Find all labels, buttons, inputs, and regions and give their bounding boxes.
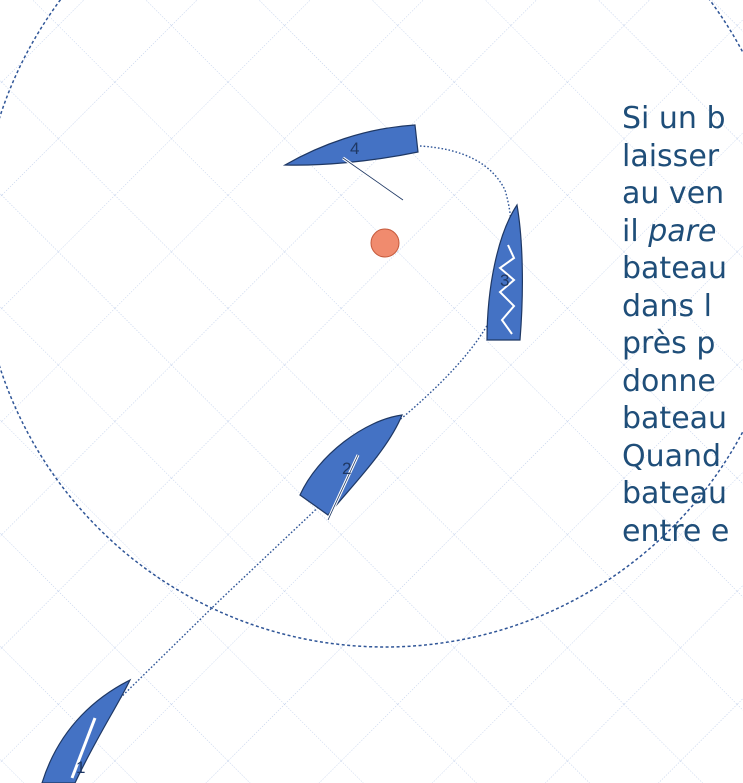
boat-3-label: 3 [500, 271, 509, 290]
rule-text-fragment: près p [622, 326, 716, 361]
boat-1: 1 [41, 678, 132, 783]
rule-text-line: il pare [622, 213, 743, 251]
rule-text-line: laisser [622, 138, 743, 176]
boat-4: 4 [282, 124, 419, 202]
mark-buoy [370, 228, 400, 258]
rule-text-line: Si un b [622, 100, 743, 138]
rule-text-fragment: Si un b [622, 101, 726, 136]
rule-text-line: donne [622, 363, 743, 401]
boat-1-label: 1 [76, 758, 85, 777]
rule-text-fragment: donne [622, 363, 716, 399]
boat-4-label: 4 [350, 139, 359, 158]
rule-text-line: au ven [622, 175, 743, 213]
rule-text-fragment: laisser [622, 138, 720, 174]
rule-text-fragment: entre e [622, 513, 730, 549]
rule-text-fragment: bateau [622, 251, 728, 286]
rule-text-line: entre e [622, 513, 743, 551]
rule-text-line: dans l [622, 288, 743, 326]
rule-text-fragment: au ven [622, 176, 725, 211]
rule-text-line: Quand [622, 438, 743, 476]
rule-text-line: bateau [622, 400, 743, 438]
rule-text-line: bateau [622, 250, 743, 288]
boat-2-label: 2 [342, 459, 351, 478]
rule-text-fragment: bateau [622, 476, 728, 511]
rule-text-fragment: bateau [622, 401, 728, 436]
rule-text-fragment: Quand [622, 438, 722, 474]
boat-3: 3 [486, 203, 523, 341]
rule-text-fragment: il [622, 213, 649, 249]
rule-text-line: bateau [622, 475, 743, 513]
rule-text-fragment: dans l [622, 288, 712, 324]
boat-2: 2 [299, 414, 403, 521]
rule-text-line: près p [622, 325, 743, 363]
rule-text-term: pare [648, 213, 717, 249]
